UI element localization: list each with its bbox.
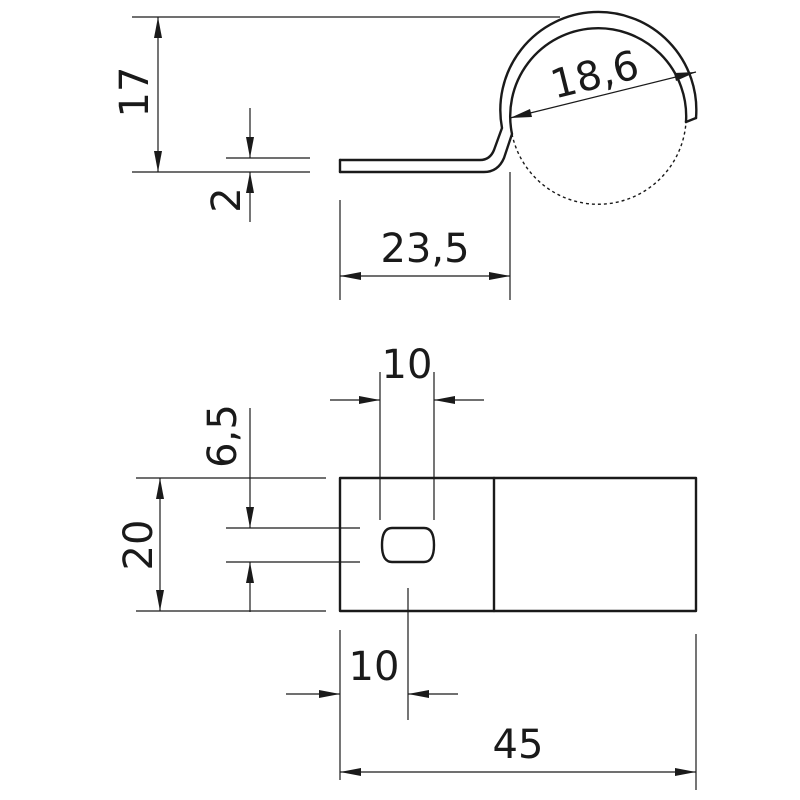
arrow-45-right	[675, 768, 696, 776]
clamp-profile-outer	[338, 10, 698, 162]
arrow-20-bottom	[156, 590, 164, 611]
arrow-17-bottom	[154, 151, 162, 172]
dim-label-10-bottom: 10	[349, 644, 400, 690]
clamp-profile-inner	[338, 27, 688, 174]
arrow-20-top	[156, 478, 164, 499]
dim-label-18-6: 18,6	[546, 42, 644, 108]
side-view: 17 2 18,6 23,5	[112, 10, 698, 300]
dim-label-45: 45	[493, 722, 544, 768]
dim-label-6-5: 6,5	[200, 404, 246, 468]
arrow-18-6-left	[510, 109, 532, 118]
arrow-17-top	[154, 17, 162, 38]
clamp-plan-outline	[338, 476, 698, 613]
arrow-10-bottom-right	[408, 690, 429, 698]
dim-label-10-top: 10	[382, 342, 433, 388]
arrow-23-5-left	[340, 272, 361, 280]
dim-label-2: 2	[204, 187, 250, 212]
arrow-10-top-right	[434, 396, 455, 404]
pipe-circle-hidden	[511, 121, 687, 205]
dim-line-18-6	[509, 71, 697, 119]
dim-label-23-5: 23,5	[380, 226, 469, 272]
arrow-6-5-bottom	[246, 562, 254, 583]
arrow-18-6-right	[674, 72, 696, 81]
arrow-10-top-left	[359, 396, 380, 404]
top-view: 10 6,5 20 10 45	[116, 342, 698, 790]
arrow-2-top	[246, 137, 254, 158]
slot-hole	[380, 526, 436, 564]
arrow-45-left	[340, 768, 361, 776]
arrow-23-5-right	[489, 272, 510, 280]
arrow-10-bottom-left	[319, 690, 340, 698]
dim-label-17: 17	[112, 67, 158, 118]
dim-label-20: 20	[116, 520, 162, 571]
arrow-6-5-top	[246, 507, 254, 528]
clamp-loop-end	[684, 116, 698, 124]
arrow-2-bottom	[246, 172, 254, 193]
